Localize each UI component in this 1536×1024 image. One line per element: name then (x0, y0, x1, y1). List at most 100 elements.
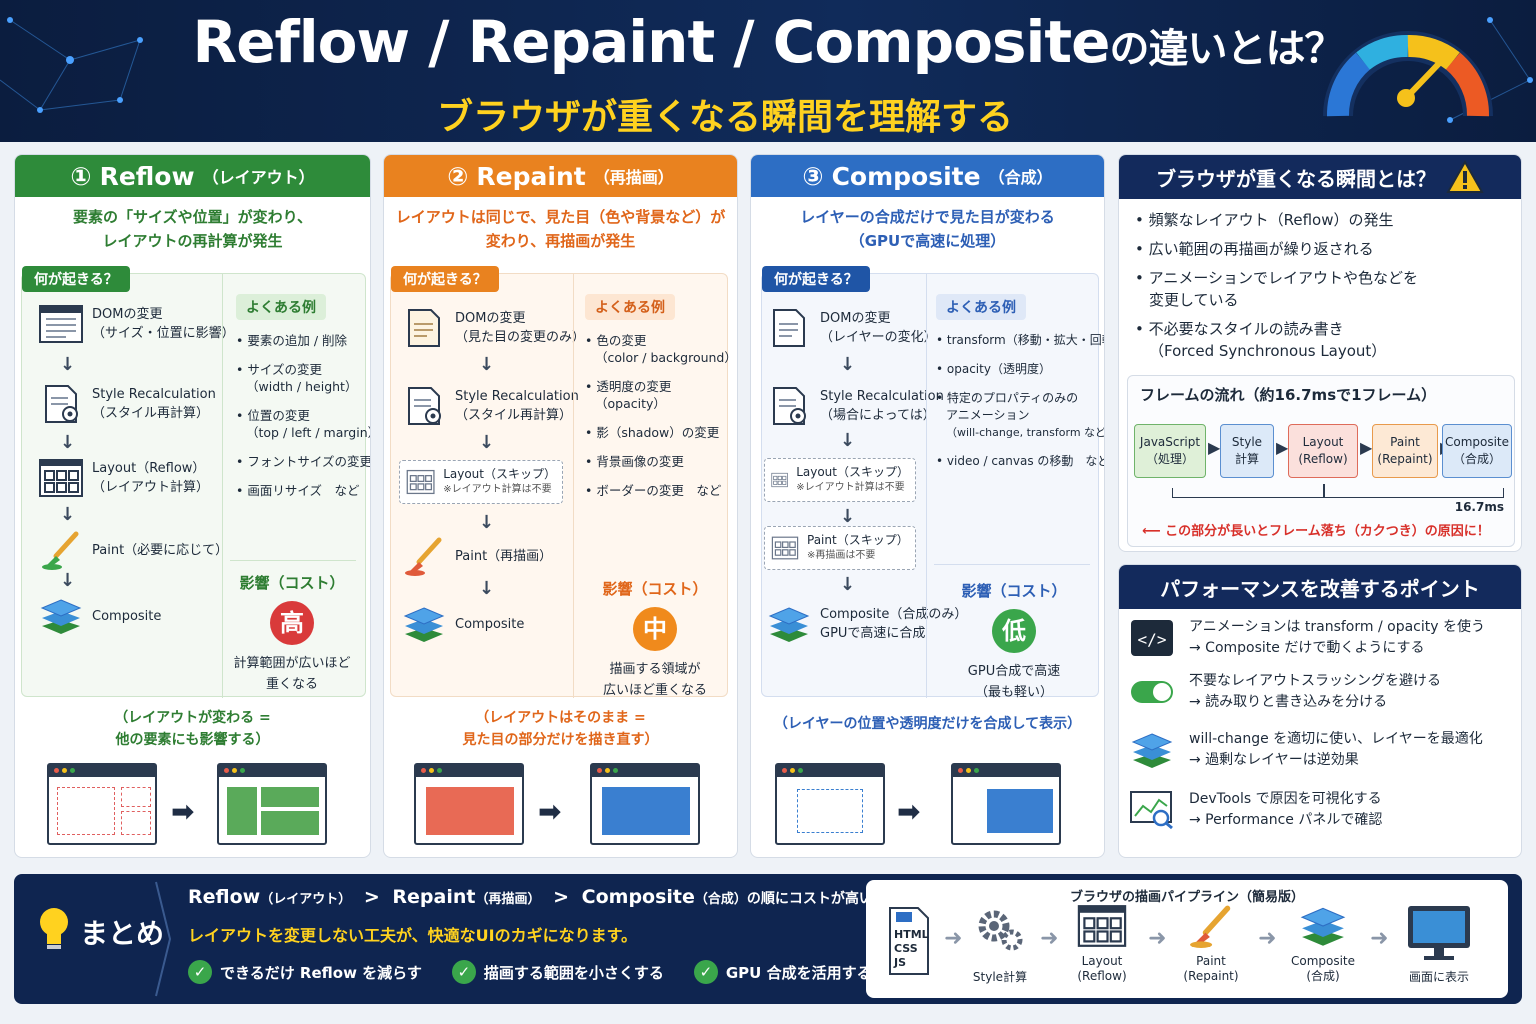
window-after-composite-icon (951, 763, 1061, 845)
window-before-reflow-icon (47, 763, 157, 845)
arrow-right-icon: ➡ (171, 795, 195, 828)
list-item: • サイズの変更（width / height） (236, 362, 358, 394)
composite-examples: よくある例 • transform（移動・拡大・回転） • opacity（透明… (936, 294, 1105, 482)
reflow-examples: よくある例 • 要素の追加 / 削除 • サイズの変更（width / heig… (236, 294, 371, 511)
layout-grid-icon (1077, 905, 1127, 947)
reflow-panel: 何が起きる？ DOMの変更（サイズ・位置に影響） ↓ Style Recalcu… (21, 266, 370, 698)
layout-grid-icon (771, 536, 799, 560)
file-document-icon (889, 907, 929, 975)
list-item: • 特定のプロパティのみのアニメーション（will-change, transf… (936, 391, 1105, 439)
cost-badge-high: 高 (270, 601, 314, 645)
document-gear-icon (45, 385, 78, 423)
step-layout: Layout（Reflow）（レイアウト計算） (38, 458, 209, 498)
arrow-right-icon: ➜ (1040, 926, 1059, 951)
list-item: • 不必要なスタイルの読み書き（Forced Synchronous Layou… (1135, 320, 1387, 360)
check-item: ✓GPU 合成を活用する (693, 960, 872, 984)
document-gear-icon (773, 387, 806, 425)
arrow-right-icon: ➜ (1370, 926, 1389, 951)
layers-icon (403, 607, 445, 642)
step-dom-change: DOMの変更（レイヤーの変化） (766, 308, 937, 348)
arrow-right-icon: ➜ (1258, 926, 1277, 951)
composite-lead: レイヤーの合成だけで見た目が変わる（GPUで高速に処理） (800, 208, 1055, 250)
repaint-note: （レイアウトはそのまま =見た目の部分だけを描き直す） (462, 710, 659, 748)
divider-chevron-icon (155, 881, 172, 997)
list-item: • 画面リサイズ など (236, 483, 360, 498)
tip-item: 不要なレイアウトスラッシングを避ける→ 読み取りと書き込みを分ける (1129, 671, 1441, 713)
list-item: • 要素の追加 / 削除 (236, 333, 348, 348)
toggle-icon (1131, 681, 1173, 703)
network-decoration-icon (0, 17, 143, 113)
composite-cost: 影響（コスト） 低 GPU合成で高速（最も軽い） (961, 582, 1067, 700)
tip-item: DevTools で原因を可視化する→ Performance パネルで確認 (1129, 789, 1382, 831)
layers-icon (1300, 907, 1346, 946)
list-item: • アニメーションでレイアウトや色などを変更している (1135, 269, 1419, 309)
frame-step-layout: Layout(Reflow) (1288, 424, 1358, 478)
warning-icon (1446, 160, 1484, 193)
step-dom-change: DOMの変更（サイズ・位置に影響） (38, 304, 235, 344)
frame-flow: フレームの流れ（約16.7msで1フレーム） JavaScript（処理） ▶ … (1127, 375, 1515, 547)
layout-grid-icon (771, 472, 788, 488)
paintbrush-icon (42, 531, 79, 570)
document-icon (408, 309, 440, 347)
step-paint: Paint（再描画） (401, 536, 552, 576)
page-title: Reflow / Repaint / Compositeの違いとは？ (192, 8, 1345, 76)
step-style-recalc: Style Recalculation（場合によっては） (766, 386, 944, 426)
step-paint-skipped: Paint（スキップ）※再描画は不要 (764, 526, 916, 570)
reflow-note: （レイアウトが変わる =他の要素にも影響する） (114, 710, 271, 748)
list-item: • video / canvas の移動 など (936, 454, 1105, 468)
svg-text:</>: </> (1138, 630, 1167, 649)
step-paint: Paint（必要に応じて） (38, 530, 228, 570)
pipeline-step-paint: Paint(Repaint) (1180, 904, 1242, 984)
list-item: • ボーダーの変更 など (585, 483, 722, 498)
page-subtitle: ブラウザが重くなる瞬間を理解する (436, 97, 1013, 138)
list-item: • 透明度の変更（opacity） (585, 379, 672, 411)
document-icon (773, 309, 805, 347)
devtools-chart-icon (1130, 791, 1173, 830)
repaint-panel: 何が起きる？ DOMの変更（見た目の変更のみ） ↓ Style Recalcul… (390, 266, 737, 698)
what-happens-label: 何が起きる？ (762, 266, 870, 292)
monitor-icon (1408, 906, 1470, 960)
list-item: • transform（移動・拡大・回転） (936, 333, 1104, 347)
check-icon: ✓ (451, 960, 476, 984)
pipeline-step-composite: Composite(合成) (1288, 904, 1358, 984)
arrow-left-icon: ⟵ (1142, 524, 1166, 539)
paintbrush-icon (405, 537, 442, 576)
document-window-icon (39, 305, 83, 343)
document-gear-icon (408, 387, 441, 425)
step-style-recalc: Style Recalculation（スタイル再計算） (401, 386, 579, 426)
composite-note: （レイヤーの位置や透明度だけを合成して表示） (773, 716, 1082, 732)
arrow-right-icon: ➜ (1148, 926, 1167, 951)
arrow-right-icon: ➜ (944, 926, 963, 951)
summary-order: Reflow（レイアウト） > Repaint（再描画） > Composite… (188, 886, 887, 908)
reflow-cost: 影響（コスト） 高 計算範囲が広いほど重くなる (233, 574, 351, 692)
window-after-reflow-icon (217, 763, 327, 845)
list-item: • opacity（透明度） (936, 362, 1051, 376)
cost-badge-medium: 中 (633, 607, 677, 651)
summary-key-message: レイアウトを変更しない工夫が、快適なUIのカギになります。 (188, 926, 638, 945)
heavy-moments-panel: ブラウザが重くなる瞬間とは？ • 頻繁なレイアウト（Reflow）の発生 • 広… (1118, 154, 1522, 552)
list-item: • フォントサイズの変更 (236, 454, 371, 469)
frame-warning: ⟵ この部分が長いとフレーム落ち（カクつき）の原因に！ (1142, 524, 1490, 539)
reflow-lead: 要素の「サイズや位置」が変わり、レイアウトの再計算が発生 (73, 208, 312, 250)
arrow-right-icon: ➡ (897, 795, 921, 828)
step-dom-change: DOMの変更（見た目の変更のみ） (401, 308, 585, 348)
step-composite: Composite (38, 596, 161, 636)
header-banner: Reflow / Repaint / Compositeの違いとは？ ブラウザが… (0, 0, 1536, 142)
arrow-right-icon: ➡ (538, 795, 562, 828)
performance-tips-panel: パフォーマンスを改善するポイント </> アニメーションは transform … (1118, 564, 1522, 858)
window-before-composite-icon (775, 763, 885, 845)
step-composite: Composite（合成のみ）GPUで高速に合成 (766, 604, 967, 644)
pipeline-step-display: 画面に表示 (1402, 904, 1476, 985)
frame-step-paint: Paint(Repaint) (1372, 424, 1438, 478)
list-item: • 色の変更（color / background） (585, 333, 737, 365)
window-after-repaint-icon (590, 763, 700, 845)
layers-icon (1131, 733, 1173, 768)
what-happens-label: 何が起きる？ (391, 266, 499, 292)
layout-grid-icon (39, 459, 83, 497)
